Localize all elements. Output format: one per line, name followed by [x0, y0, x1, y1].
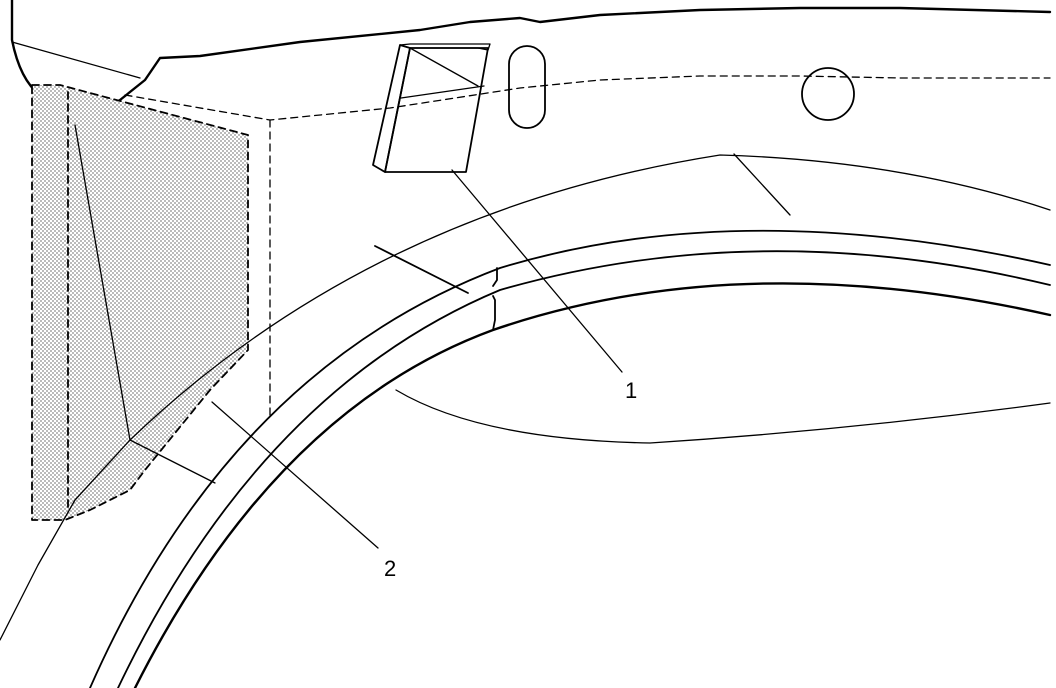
pillar-lines [0, 124, 216, 641]
callout-label-2: 2 [384, 556, 396, 581]
callout-label-1: 1 [625, 378, 637, 403]
rail-step [492, 267, 498, 331]
block-component [372, 43, 491, 173]
slot-hole [508, 45, 546, 129]
shaded-reinforcement [31, 84, 249, 521]
leader-line-1 [451, 169, 623, 373]
wheel-arch [89, 154, 1052, 688]
leader-line-2 [211, 401, 379, 549]
leader-lines [211, 169, 623, 549]
cross-lines [374, 153, 791, 294]
round-hole [801, 67, 855, 121]
